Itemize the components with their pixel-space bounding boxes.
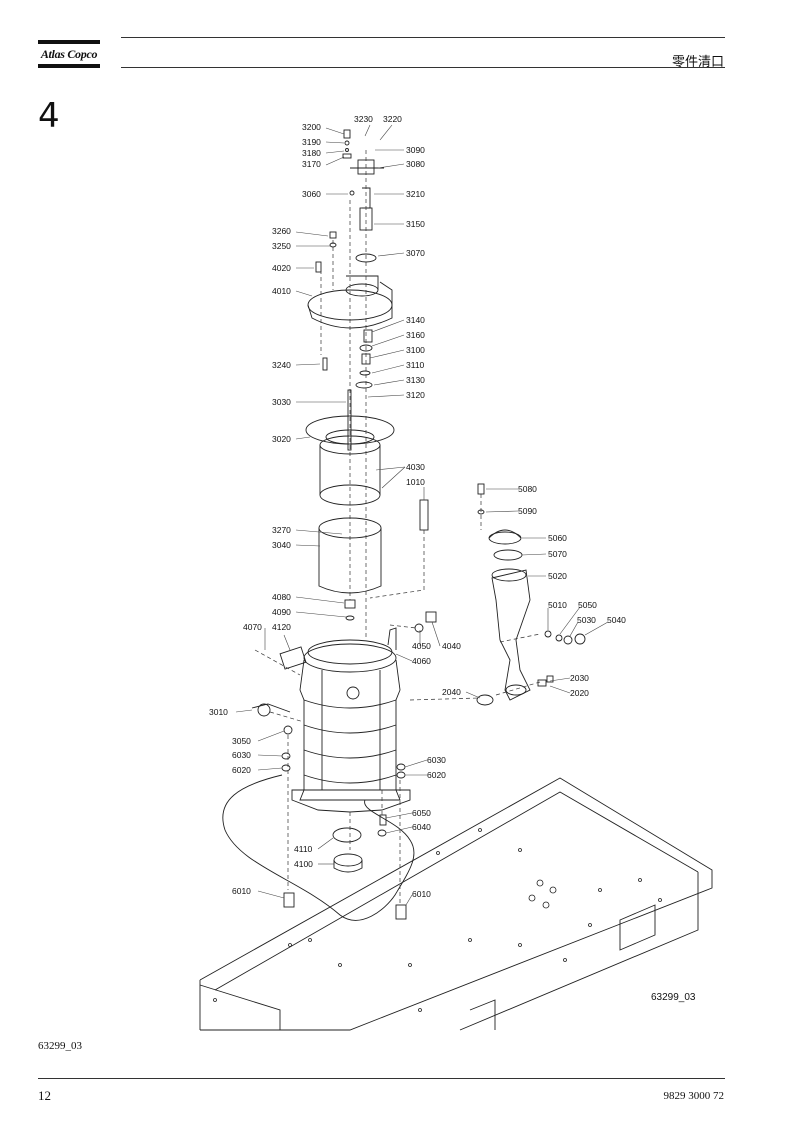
part-label: 3190 [302, 137, 321, 147]
part-label: 4030 [406, 462, 425, 472]
part-label: 3250 [272, 241, 291, 251]
part-label: 3180 [302, 148, 321, 158]
part-label: 5060 [548, 533, 567, 543]
part-label: 3090 [406, 145, 425, 155]
figure-code: 63299_03 [651, 992, 696, 1003]
base-holes [213, 828, 662, 1012]
separator-tank [291, 627, 411, 813]
part-label: 5040 [607, 615, 626, 625]
part-label: 6010 [412, 889, 431, 899]
footer-rule [38, 1078, 725, 1079]
part-label: 4010 [272, 286, 291, 296]
part-label: 6040 [412, 822, 431, 832]
part-label: 5090 [518, 506, 537, 516]
part-label: 3230 [354, 114, 373, 124]
part-label: 6030 [232, 750, 251, 760]
chapter-number: 4 [38, 96, 60, 136]
part-label: 4120 [272, 622, 291, 632]
part-label: 6010 [232, 886, 251, 896]
part-number-labels: 3230 3220 3200 3190 3180 3170 3090 3080 … [209, 114, 626, 899]
part-label: 4070 [243, 622, 262, 632]
outlet-assembly [476, 483, 586, 706]
part-label: 3020 [272, 434, 291, 444]
part-label: 4040 [442, 641, 461, 651]
part-label: 3030 [272, 397, 291, 407]
drain-hose [222, 774, 415, 921]
part-label: 1010 [406, 477, 425, 487]
page-number: 12 [38, 1088, 51, 1103]
part-label: 5080 [518, 484, 537, 494]
part-label: 3200 [302, 122, 321, 132]
part-label: 5070 [548, 549, 567, 559]
part-label: 3060 [302, 189, 321, 199]
part-label: 2020 [570, 688, 589, 698]
part-label: 3010 [209, 707, 228, 717]
document-number: 9829 3000 72 [663, 1090, 725, 1102]
assembly-guides [254, 150, 541, 905]
separator-cover [307, 275, 393, 329]
part-label: 3140 [406, 315, 425, 325]
page-title: 零件清口 [671, 54, 724, 69]
base-frame [199, 777, 713, 1031]
part-label: 3050 [232, 736, 251, 746]
part-label: 4020 [272, 263, 291, 273]
part-label: 3240 [272, 360, 291, 370]
part-label: 4050 [412, 641, 431, 651]
part-label: 2030 [570, 673, 589, 683]
part-label: 3080 [406, 159, 425, 169]
part-label: 3160 [406, 330, 425, 340]
part-label: 5030 [577, 615, 596, 625]
part-label: 3170 [302, 159, 321, 169]
part-label: 3120 [406, 390, 425, 400]
part-label: 3040 [272, 540, 291, 550]
figure-reference: 63299_03 [38, 1040, 82, 1052]
part-label: 4110 [294, 844, 313, 854]
part-label: 3260 [272, 226, 291, 236]
part-label: 5020 [548, 571, 567, 581]
part-label: 6020 [427, 770, 446, 780]
label-leaders [235, 124, 609, 906]
part-label: 3130 [406, 375, 425, 385]
part-label: 3270 [272, 525, 291, 535]
atlas-copco-logo: Atlas Copco [38, 40, 100, 68]
logo-bar-top [38, 40, 100, 44]
part-label: 3220 [383, 114, 402, 124]
header-rule-bottom [121, 67, 725, 68]
part-label: 3150 [406, 219, 425, 229]
part-label: 3110 [406, 360, 425, 370]
part-label: 5010 [548, 600, 567, 610]
part-label: 5050 [578, 600, 597, 610]
part-label: 3100 [406, 345, 425, 355]
part-label: 3210 [406, 189, 425, 199]
part-label: 4100 [294, 859, 313, 869]
part-label: 4080 [272, 592, 291, 602]
part-label: 6050 [412, 808, 431, 818]
part-label: 3070 [406, 248, 425, 258]
logo-wordmark: Atlas Copco [40, 47, 98, 61]
header-rule-top [121, 37, 725, 38]
logo-bar-bottom [38, 64, 100, 68]
part-label: 6020 [232, 765, 251, 775]
part-label: 6030 [427, 755, 446, 765]
part-label: 4060 [412, 656, 431, 666]
part-label: 2040 [442, 687, 461, 697]
part-label: 4090 [272, 607, 291, 617]
